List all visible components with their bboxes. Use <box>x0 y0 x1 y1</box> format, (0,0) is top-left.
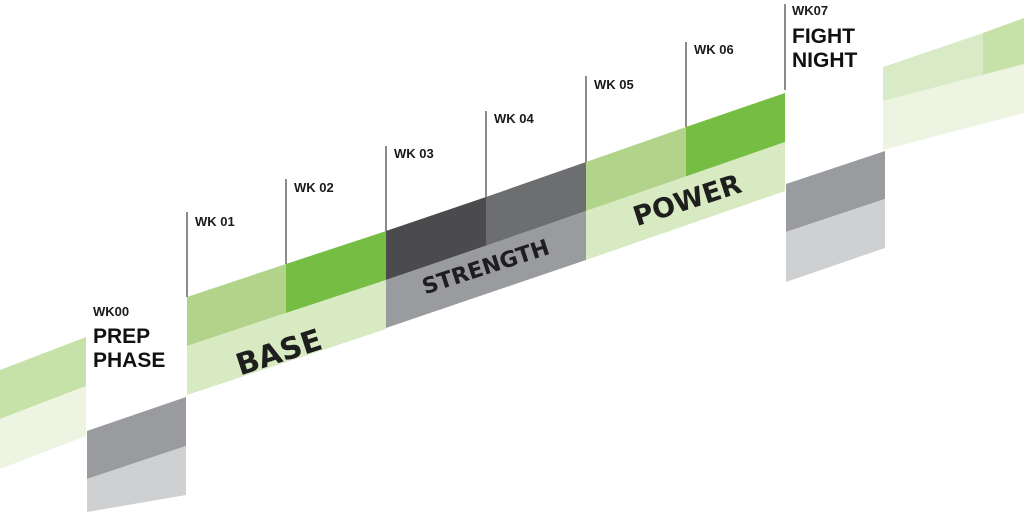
fight-night-line2: NIGHT <box>792 49 858 72</box>
wk05-segment <box>586 127 686 211</box>
prep-phase-line1: PREP <box>93 325 150 348</box>
prep-phase-line2: PHASE <box>93 349 165 372</box>
base-label-band <box>187 280 386 395</box>
wk02-label: WK 02 <box>294 180 334 195</box>
prep-gray-block-light <box>87 446 186 512</box>
lead-in-top-band <box>0 337 86 419</box>
wk01-label: WK 01 <box>195 214 235 229</box>
lead-in-bottom-band <box>0 386 86 469</box>
wk03-segment <box>386 197 486 280</box>
wk01-segment <box>187 264 286 346</box>
wk00-label: WK00 <box>93 304 129 319</box>
wk04-label: WK 04 <box>494 111 535 126</box>
wk04-segment <box>486 162 586 246</box>
wk07-label: WK07 <box>792 3 828 18</box>
wk06-label: WK 06 <box>694 42 734 57</box>
wk03-label: WK 03 <box>394 146 434 161</box>
lead-out-bottom-band <box>883 64 1024 150</box>
prep-gray-block-dark <box>87 397 186 479</box>
fight-night-line1: FIGHT <box>792 25 855 48</box>
fight-gray-block-dark <box>786 151 885 232</box>
wk02-segment <box>286 231 386 313</box>
strength-label-band <box>386 211 586 328</box>
power-label-band <box>586 142 785 260</box>
wk06-segment <box>686 93 785 177</box>
wk05-label: WK 05 <box>594 77 634 92</box>
fight-gray-block-light <box>786 199 885 282</box>
